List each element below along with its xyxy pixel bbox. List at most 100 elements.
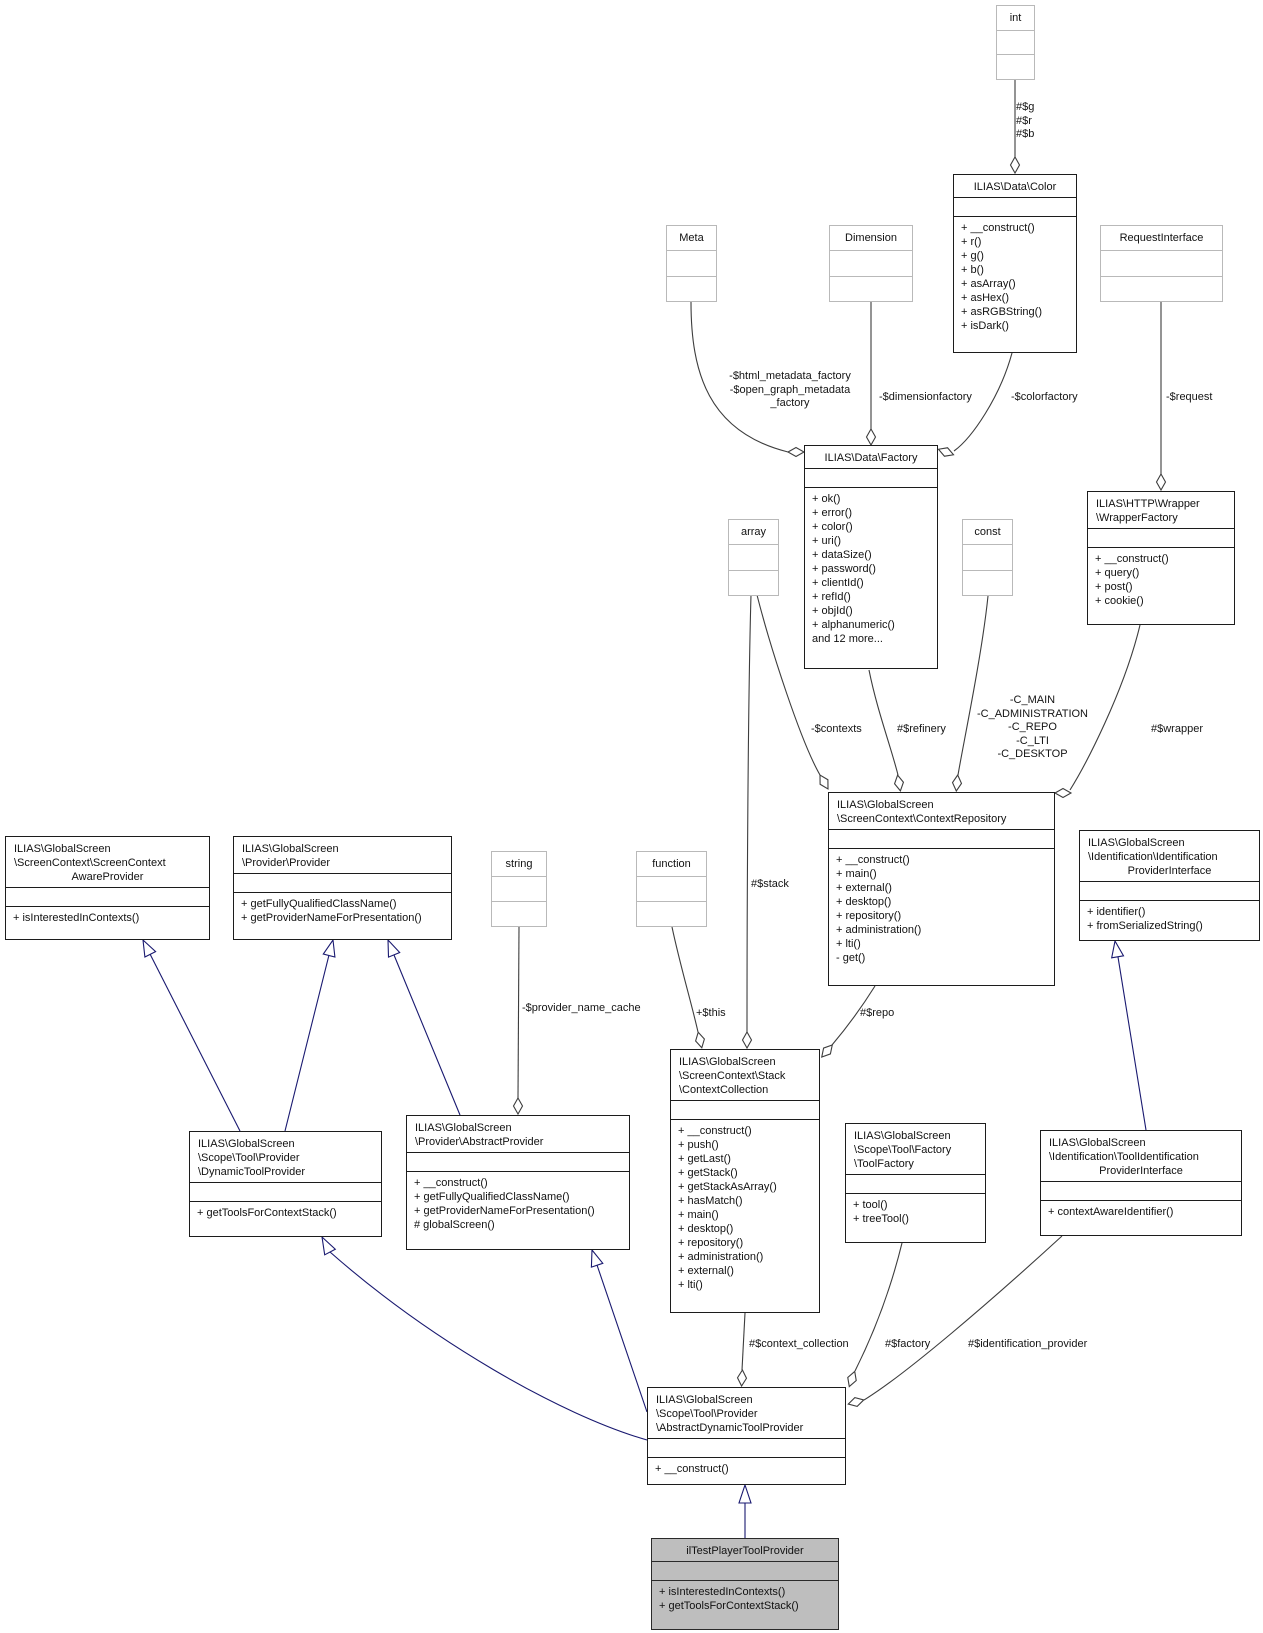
method-label: + refId()	[812, 591, 851, 603]
empty-compartment	[963, 569, 1012, 595]
empty-compartment	[729, 544, 778, 569]
class-node-context-collection[interactable]: ILIAS\GlobalScreen\ScreenContext\Stack\C…	[670, 1049, 820, 1313]
edge-const-contextrepo	[957, 595, 989, 776]
node-title: ILIAS\GlobalScreen\Identification\ToolId…	[1041, 1131, 1241, 1181]
method-label: + fromSerializedString()	[1087, 920, 1203, 932]
class-node-context-repository[interactable]: ILIAS\GlobalScreen\ScreenContext\Context…	[828, 792, 1055, 986]
node-title-line: ILIAS\GlobalScreen	[14, 843, 111, 855]
type-node-dimension: Dimension	[829, 225, 913, 302]
node-title-line: ILIAS\GlobalScreen	[415, 1122, 512, 1134]
method-label: + b()	[961, 264, 984, 276]
method-label: + color()	[812, 521, 853, 533]
node-title: ILIAS\HTTP\Wrapper\WrapperFactory	[1088, 492, 1234, 528]
method-label: + tool()	[853, 1199, 888, 1211]
edge-label-request-wrapper: -$request	[1166, 391, 1213, 403]
methods-compartment: + ok()+ error()+ color()+ uri()+ dataSiz…	[805, 488, 937, 668]
methods-compartment: + __construct()+ getFullyQualifiedClassN…	[407, 1172, 629, 1249]
attributes-compartment	[234, 873, 451, 893]
class-node-provider[interactable]: ILIAS\GlobalScreen\Provider\Provider+ ge…	[233, 836, 452, 940]
node-title-line: \Scope\Tool\Factory	[854, 1144, 952, 1156]
attributes-compartment	[6, 887, 209, 907]
node-title-line: ILIAS\HTTP\Wrapper	[1096, 498, 1200, 510]
method-label: + repository()	[836, 910, 902, 922]
method-label: + lti()	[836, 938, 861, 950]
type-node-request-interface: RequestInterface	[1100, 225, 1223, 302]
class-node-abstract-provider[interactable]: ILIAS\GlobalScreen\Provider\AbstractProv…	[406, 1115, 630, 1250]
node-title: ILIAS\GlobalScreen\Provider\Provider	[234, 837, 451, 873]
node-title-line: AwareProvider	[71, 871, 144, 883]
methods-compartment: + __construct()	[648, 1458, 845, 1484]
class-node-wrapper-factory[interactable]: ILIAS\HTTP\Wrapper\WrapperFactory + __con…	[1087, 491, 1235, 625]
empty-compartment	[1101, 275, 1222, 301]
methods-compartment: + __construct()+ main()+ external()+ des…	[829, 849, 1054, 985]
method-label: + g()	[961, 250, 984, 262]
methods-compartment: + __construct()+ push()+ getLast()+ getS…	[671, 1120, 819, 1312]
method-label: + getToolsForContextStack()	[659, 1600, 799, 1612]
edge-contextcollection-abstractdynamic	[741, 1312, 746, 1371]
method-label: + cookie()	[1095, 595, 1144, 607]
method-label: + __construct()	[836, 854, 910, 866]
edge-label-meta-factory: -$html_metadata_factory -$open_graph_met…	[729, 370, 851, 410]
diamond-icon	[847, 1370, 857, 1388]
method-label: + uri()	[812, 535, 842, 547]
node-title-line: ILIAS\Data\Factory	[824, 452, 918, 464]
class-node-tool-identification-provider-interface[interactable]: ILIAS\GlobalScreen\Identification\ToolId…	[1040, 1130, 1242, 1236]
type-node-function: function	[636, 851, 707, 927]
attributes-compartment	[829, 829, 1054, 849]
method-label: + dataSize()	[812, 549, 872, 561]
node-title: ILIAS\GlobalScreen\Identification\Identi…	[1080, 831, 1259, 881]
empty-compartment	[667, 275, 716, 301]
method-label: + password()	[812, 563, 876, 575]
class-node-dynamic-tool-provider[interactable]: ILIAS\GlobalScreen\Scope\Tool\Provider\D…	[189, 1131, 382, 1237]
node-title-line: \ScreenContext\ScreenContext	[14, 857, 166, 869]
class-node-abstract-dynamic-tool-provider[interactable]: ILIAS\GlobalScreen\Scope\Tool\Provider\A…	[647, 1387, 846, 1485]
method-label: + getFullyQualifiedClassName()	[414, 1191, 570, 1203]
node-title-line: array	[740, 526, 767, 539]
attributes-compartment	[1080, 881, 1259, 901]
edge-array-contextcollection	[746, 594, 752, 1033]
method-label: + external()	[836, 882, 892, 894]
node-title: ILIAS\GlobalScreen\Scope\Tool\Factory\To…	[846, 1124, 985, 1174]
diamond-icon	[865, 427, 877, 447]
class-node-color[interactable]: ILIAS\Data\Color+ __construct()+ r()+ g(…	[953, 174, 1077, 353]
node-title-line: \Scope\Tool\Provider	[198, 1152, 300, 1164]
edge-label-contextrepo-contextcollection: #$repo	[860, 1007, 895, 1019]
class-node-factory[interactable]: ILIAS\Data\Factory+ ok()+ error()+ color…	[804, 445, 938, 669]
methods-compartment: + contextAwareIdentifier()	[1041, 1201, 1241, 1235]
method-label: + query()	[1095, 567, 1140, 579]
class-node-tool-factory[interactable]: ILIAS\GlobalScreen\Scope\Tool\Factory\To…	[845, 1123, 986, 1243]
class-node-identification-provider-interface[interactable]: ILIAS\GlobalScreen\Identification\Identi…	[1079, 830, 1260, 941]
aggregation-edges	[517, 80, 1162, 1401]
diamond-icon	[821, 1044, 833, 1058]
class-node-il-test-player-tool-provider: ilTestPlayerToolProvider+ isInterestedIn…	[651, 1538, 839, 1630]
method-label: + getStackAsArray()	[678, 1181, 777, 1193]
method-label: + getToolsForContextStack()	[197, 1207, 337, 1219]
method-label: + isInterestedInContexts()	[13, 912, 140, 924]
edge-label-string-abstractprovider: -$provider_name_cache	[522, 1002, 641, 1014]
node-title: const	[963, 520, 1012, 544]
node-title-line: ILIAS\GlobalScreen	[198, 1138, 295, 1150]
method-label: + alphanumeric()	[812, 619, 895, 631]
method-label: + contextAwareIdentifier()	[1048, 1206, 1174, 1218]
method-label: + getProviderNameForPresentation()	[414, 1205, 595, 1217]
edge-label-dimension-factory: -$dimensionfactory	[879, 391, 972, 403]
edge-function-contextcollection	[671, 926, 699, 1033]
edge-array-contextrepo	[756, 594, 821, 776]
diamond-icon	[1009, 155, 1021, 175]
edge-absdyn-dyntool	[329, 1251, 648, 1441]
attributes-compartment	[846, 1174, 985, 1194]
class-node-screen-context-aware-provider[interactable]: ILIAS\GlobalScreen \ScreenContext\ScreenC…	[5, 836, 210, 940]
method-label: + asRGBString()	[961, 306, 1042, 318]
methods-compartment: + __construct()+ query()+ post()+ cookie…	[1088, 548, 1234, 624]
type-node-const: const	[962, 519, 1013, 596]
node-title: ILIAS\GlobalScreen\Provider\AbstractProv…	[407, 1116, 629, 1152]
diamond-icon	[847, 1397, 865, 1407]
empty-compartment	[637, 876, 706, 901]
type-node-string: string	[491, 851, 547, 927]
attributes-compartment	[1088, 528, 1234, 548]
node-title: ILIAS\Data\Color	[954, 175, 1076, 197]
edge-label-array-contextcollection: #$stack	[751, 878, 789, 890]
node-title-line: ILIAS\GlobalScreen	[1049, 1137, 1146, 1149]
aggregation-diamonds	[512, 155, 1167, 1407]
